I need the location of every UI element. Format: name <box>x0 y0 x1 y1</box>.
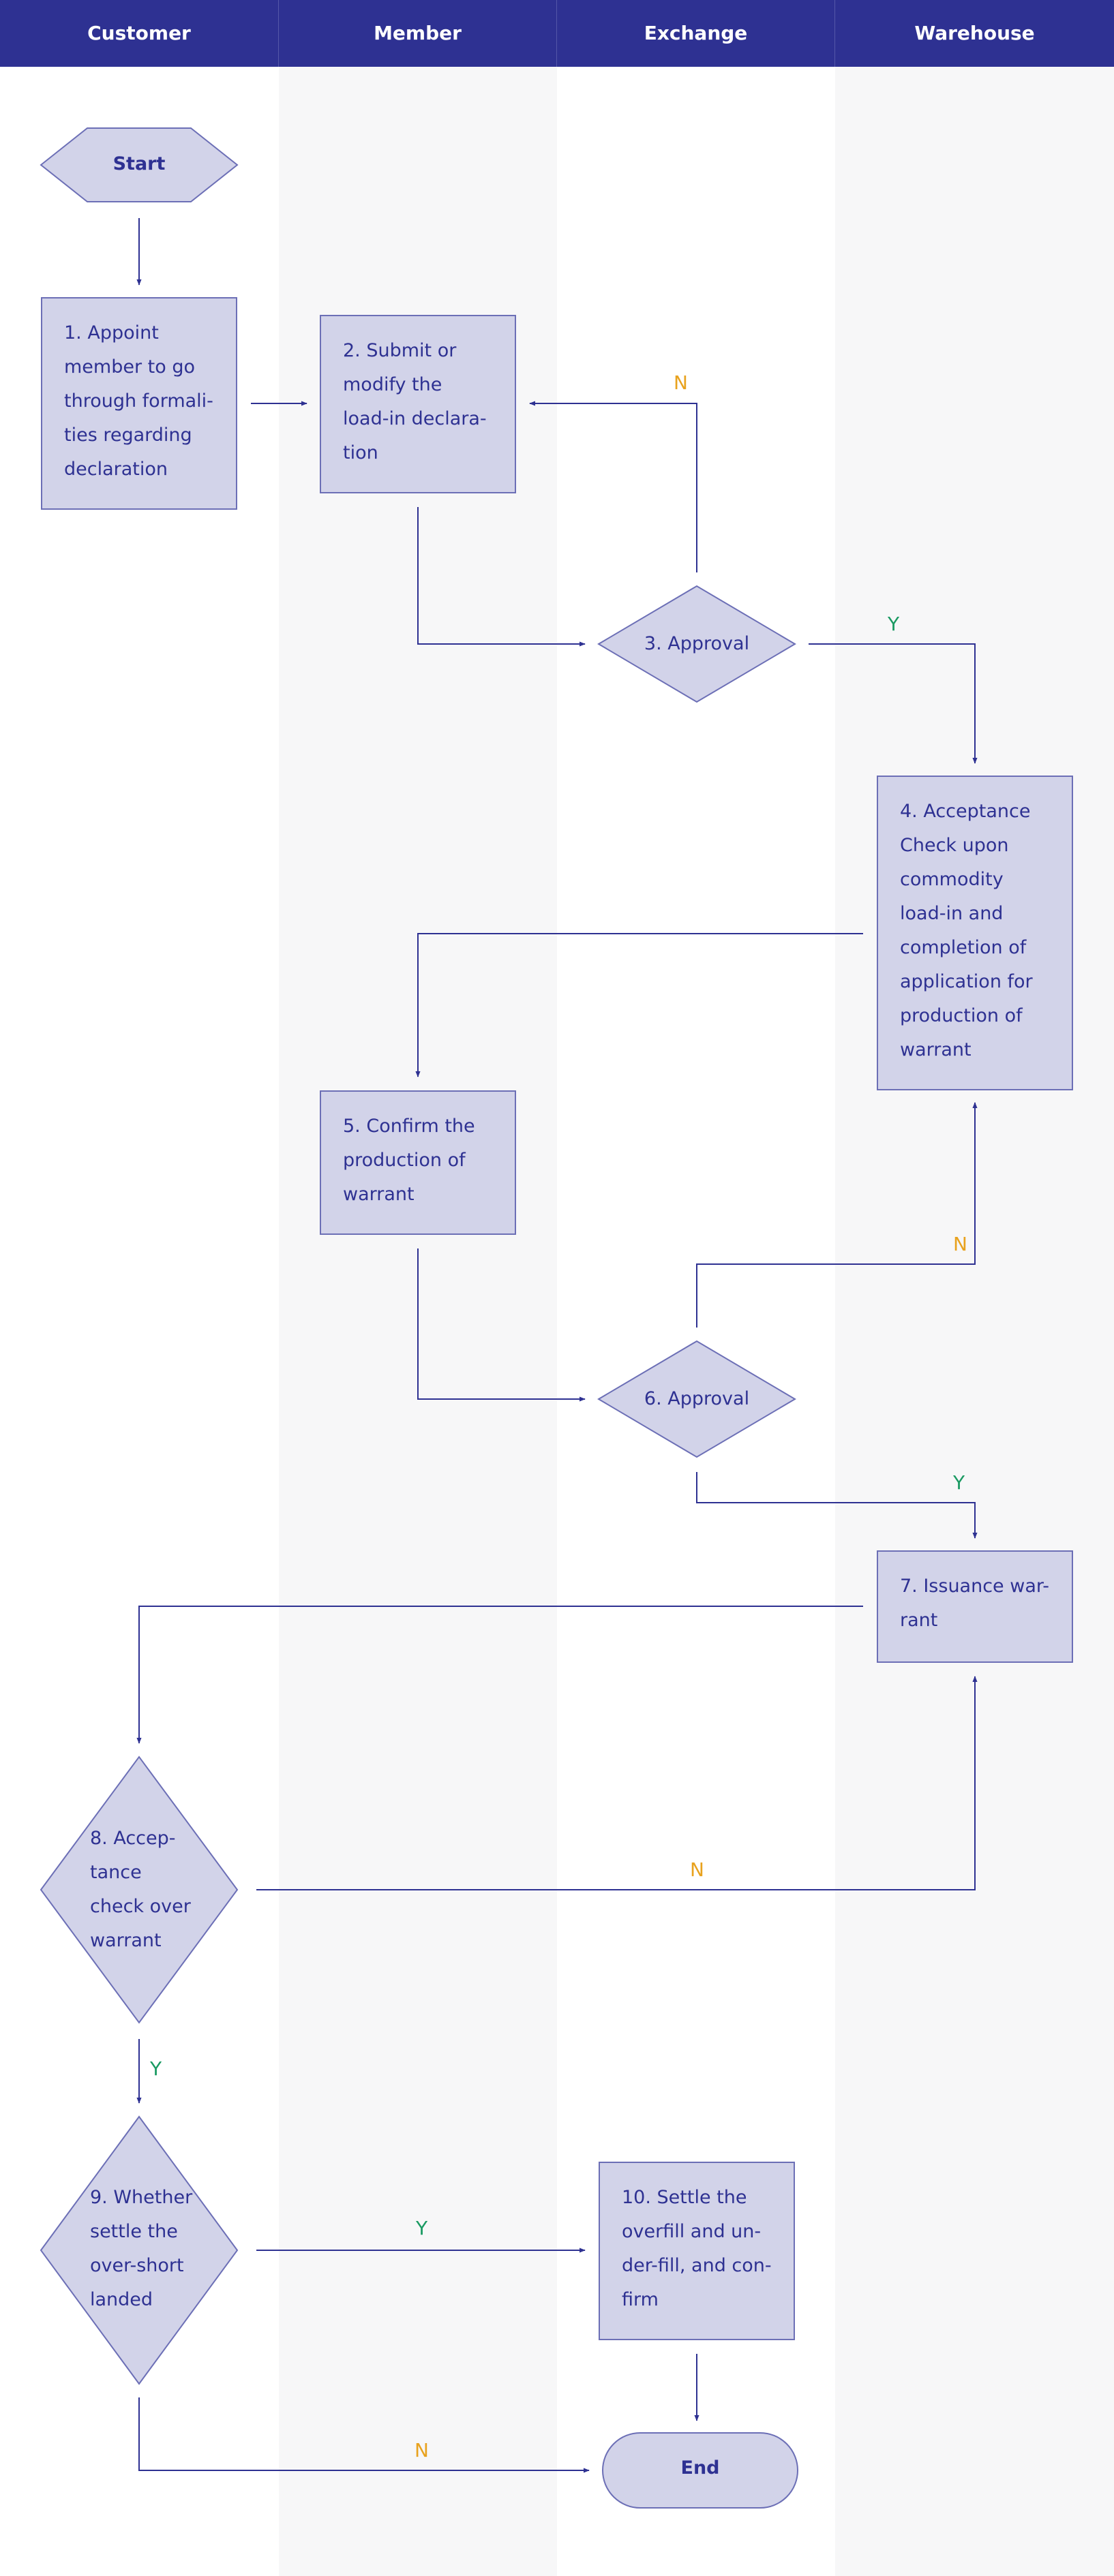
step-8-line: check over <box>90 1896 191 1917</box>
step-4-line: warrant <box>900 1039 972 1060</box>
edge-step-8-to-step-7 <box>256 1676 978 1890</box>
start-node-text: Start <box>112 153 166 174</box>
edge-step-7-to-step-8 <box>136 1606 863 1744</box>
step-2-line: tion <box>343 442 378 463</box>
edge-step-5-to-step-6 <box>417 1248 586 1402</box>
lane-background-warehouse <box>835 67 1114 2576</box>
start-node-label: Start <box>41 147 237 181</box>
step-9-settle-decision-label: 9. Whether settle the over-short landed <box>90 2181 226 2317</box>
edge-label-n3-to-n2: N <box>674 371 688 394</box>
step-4-line: production of <box>900 1005 1023 1026</box>
step-10-line: firm <box>622 2289 659 2310</box>
step-5-line: production of <box>343 1150 466 1171</box>
step-7-issuance-warrant-box: 7. Issuance war- rant <box>877 1550 1073 1663</box>
step-1-line: through formali- <box>64 390 213 412</box>
step-2-line: modify the <box>343 374 442 395</box>
step-9-line: landed <box>90 2289 153 2310</box>
step-9-line: over-short <box>90 2255 184 2276</box>
edge-step-3-to-step-4 <box>809 643 978 764</box>
edge-step-6-to-step-4 <box>696 1102 978 1328</box>
step-7-line: 7. Issuance war- <box>900 1576 1049 1597</box>
step-5-line: warrant <box>343 1184 415 1205</box>
edge-step-9-to-end <box>138 2397 590 2473</box>
start-hexagon-shape <box>40 127 239 202</box>
edge-label-n9-to-end: N <box>415 2439 429 2462</box>
step-9-diamond-shape <box>40 2115 239 2385</box>
lane-header-exchange: Exchange <box>557 0 835 67</box>
step-4-line: load-in and <box>900 903 1004 924</box>
edge-step-3-to-step-2 <box>529 401 697 572</box>
step-6-line: 6. Approval <box>644 1388 750 1409</box>
edge-step-2-to-step-3 <box>417 507 586 647</box>
step-3-line: 3. Approval <box>644 633 750 654</box>
step-9-line: 9. Whether <box>90 2187 193 2208</box>
step-8-line: warrant <box>90 1930 162 1951</box>
node-shapes <box>40 127 798 2509</box>
edge-label-n6-to-n7: Y <box>953 1471 965 1494</box>
step-4-line: commodity <box>900 869 1004 890</box>
step-1-line: 1. Appoint <box>64 322 159 343</box>
step-1-appoint-member-box: 1. Appoint member to go through formali-… <box>41 297 237 510</box>
lane-header-warehouse: Warehouse <box>835 0 1114 67</box>
step-4-line: Check upon <box>900 835 1009 856</box>
step-2-line: load-in declara- <box>343 408 487 429</box>
edges <box>136 218 978 2473</box>
edge-label-n3-to-n4: Y <box>888 613 900 635</box>
step-1-line: ties regarding <box>64 425 192 446</box>
edge-label-n8-to-n9: Y <box>150 2057 162 2080</box>
step-4-line: 4. Acceptance <box>900 801 1031 822</box>
step-10-line: der-fill, and con- <box>622 2255 772 2276</box>
edge-step-4-to-step-5 <box>415 933 863 1077</box>
step-10-settle-overfill-box: 10. Settle the overfill and un- der-fill… <box>599 2162 795 2340</box>
step-10-line: 10. Settle the <box>622 2187 747 2208</box>
end-node-text: End <box>680 2457 720 2479</box>
step-6-diamond-shape <box>597 1340 796 1458</box>
step-6-approval-label: 6. Approval <box>599 1382 795 1416</box>
step-8-line: 8. Accep- <box>90 1828 176 1849</box>
step-8-acceptance-check-label: 8. Accep- tance check over warrant <box>90 1822 220 1958</box>
step-4-line: completion of <box>900 937 1027 958</box>
edge-label-n8-to-n7: N <box>690 1858 704 1881</box>
step-7-line: rant <box>900 1610 938 1631</box>
edge-label-n9-to-n10: Y <box>416 2217 428 2239</box>
step-3-approval-label: 3. Approval <box>599 627 795 661</box>
step-1-line: member to go <box>64 356 195 378</box>
step-5-confirm-warrant-box: 5. Confirm the production of warrant <box>320 1090 516 1235</box>
edge-label-n6-to-n4: N <box>953 1233 967 1255</box>
step-5-line: 5. Confirm the <box>343 1116 475 1137</box>
lane-header-member: Member <box>279 0 557 67</box>
step-8-line: tance <box>90 1862 142 1883</box>
lane-header-customer: Customer <box>0 0 279 67</box>
step-10-line: overfill and un- <box>622 2221 762 2242</box>
step-8-diamond-shape <box>40 1755 239 2024</box>
edge-step-6-to-step-7 <box>696 1472 978 1539</box>
step-4-acceptance-check-box: 4. Acceptance Check upon commodity load-… <box>877 776 1073 1090</box>
step-3-diamond-shape <box>597 585 796 703</box>
end-node-label: End <box>603 2451 798 2485</box>
end-terminal-shape <box>602 2432 798 2509</box>
step-4-line: application for <box>900 971 1033 992</box>
step-2-line: 2. Submit or <box>343 340 457 361</box>
step-2-submit-declaration-box: 2. Submit or modify the load-in declara-… <box>320 315 516 493</box>
step-1-line: declaration <box>64 459 168 480</box>
step-9-line: settle the <box>90 2221 178 2242</box>
